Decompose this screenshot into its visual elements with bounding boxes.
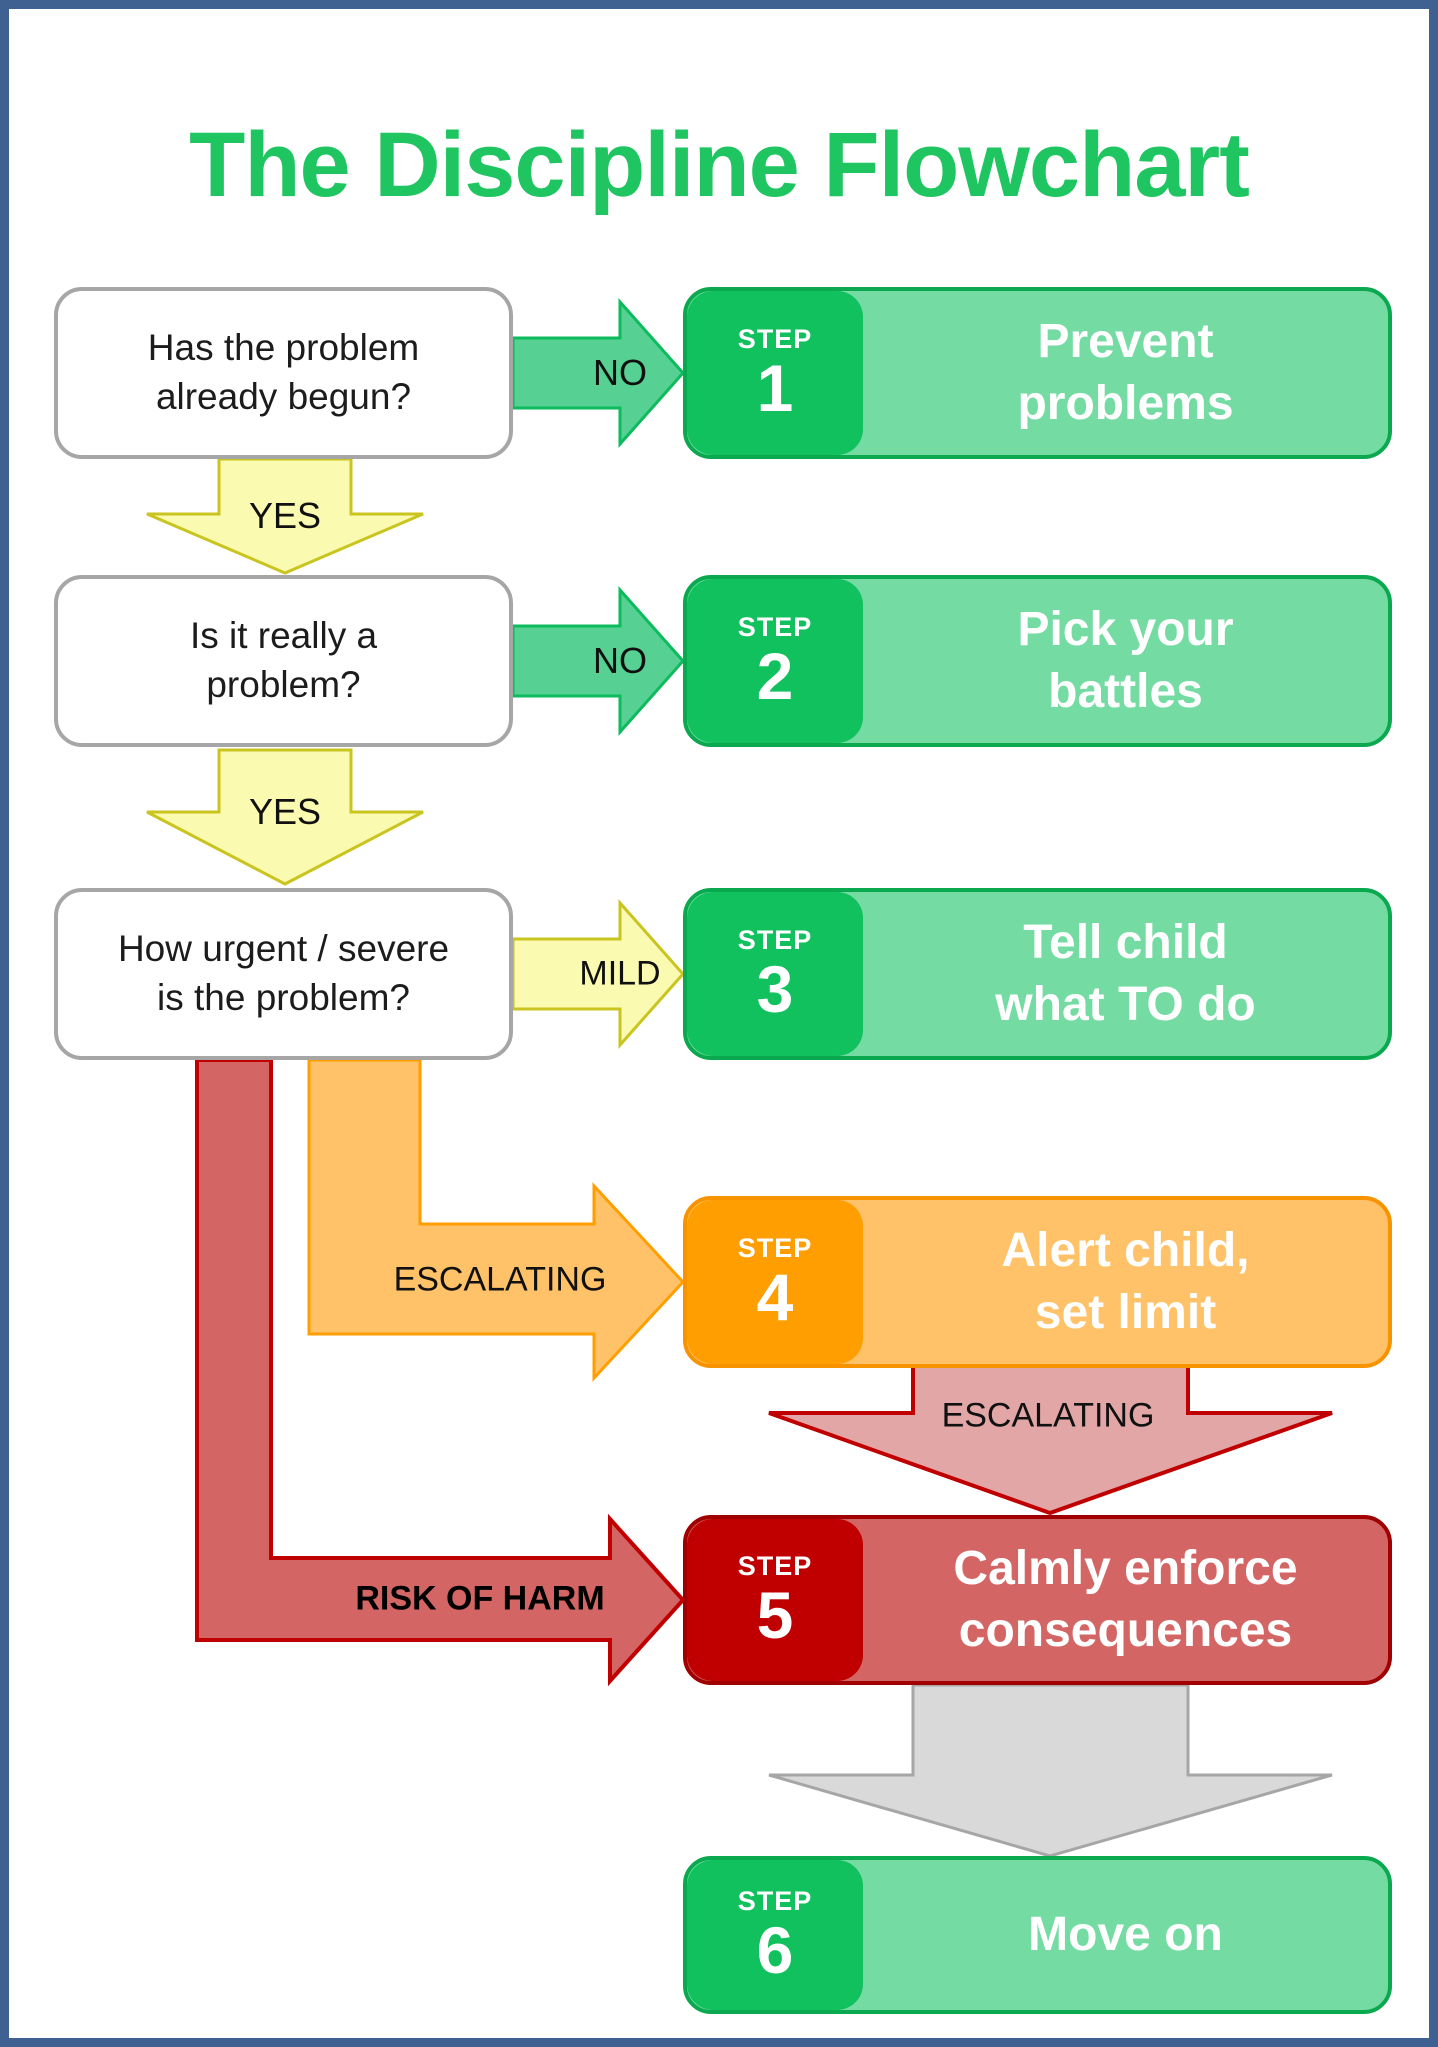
step-title-line: set limit — [1034, 1286, 1217, 1339]
step-2-tab: STEP 2 — [687, 579, 863, 743]
step-number: 1 — [756, 350, 794, 425]
no-arrow-2 — [511, 586, 686, 736]
question-box-3: How urgent / severe is the problem? — [54, 888, 513, 1060]
step-3-tab: STEP 3 — [687, 892, 863, 1056]
step-1-box: STEP 1 Prevent problems — [683, 287, 1392, 459]
step-3-box: STEP 3 Tell child what TO do — [683, 888, 1392, 1060]
yes-arrow-1 — [146, 457, 424, 575]
step-6-box: STEP 6 Move on — [683, 1856, 1392, 2014]
step-badge: STEP — [737, 924, 813, 955]
step-number: 3 — [756, 951, 794, 1026]
step-title-line: Move on — [1028, 1907, 1223, 1961]
step-title-line: consequences — [958, 1604, 1293, 1657]
question-text-line: problem? — [206, 664, 361, 705]
risk-of-harm-elbow-arrow — [195, 1058, 686, 1687]
step-title-line: Calmly enforce — [953, 1541, 1298, 1595]
step-number: 4 — [756, 1259, 794, 1334]
step-title-line: Pick your — [1017, 602, 1234, 656]
escalating-elbow-arrow — [307, 1058, 686, 1382]
question-box-2: Is it really a problem? — [54, 575, 513, 747]
no-label-2: NO — [593, 640, 647, 681]
question-text-line: Is it really a — [189, 615, 378, 657]
question-text-line: already begun? — [155, 376, 412, 417]
page-title: The Discipline Flowchart — [189, 113, 1250, 216]
step-6-tab: STEP 6 — [687, 1860, 863, 2010]
step-badge: STEP — [737, 1550, 813, 1581]
step-title-line: Alert child, — [1001, 1223, 1250, 1277]
step-5-box: STEP 5 Calmly enforce consequences — [683, 1515, 1392, 1685]
escalating-down-arrow — [768, 1356, 1333, 1516]
step-badge: STEP — [737, 611, 813, 642]
escalating-right-label: ESCALATING — [393, 1260, 607, 1299]
mild-arrow — [511, 899, 686, 1049]
risk-of-harm-label: RISK OF HARM — [355, 1579, 605, 1618]
step-number: 5 — [756, 1577, 794, 1652]
move-on-down-arrow — [768, 1683, 1333, 1858]
step-5-tab: STEP 5 — [687, 1519, 863, 1681]
step-title-line: battles — [1048, 665, 1203, 718]
step-badge: STEP — [737, 323, 813, 354]
question-box-1: Has the problem already begun? — [54, 287, 513, 459]
yes-label-1: YES — [248, 495, 322, 536]
escalating-down-label: ESCALATING — [941, 1396, 1155, 1435]
step-1-tab: STEP 1 — [687, 291, 863, 455]
no-label-1: NO — [593, 352, 647, 393]
yes-arrow-2 — [146, 748, 424, 886]
mild-label: MILD — [579, 954, 661, 993]
no-arrow-1 — [511, 298, 686, 448]
step-4-box: STEP 4 Alert child, set limit — [683, 1196, 1392, 1368]
yes-label-2: YES — [248, 791, 322, 832]
step-title-line: Prevent — [1037, 314, 1214, 368]
question-text-line: Has the problem — [147, 327, 420, 369]
question-text-line: How urgent / severe — [117, 928, 450, 970]
step-4-tab: STEP 4 — [687, 1200, 863, 1364]
step-2-box: STEP 2 Pick your battles — [683, 575, 1392, 747]
step-badge: STEP — [737, 1232, 813, 1263]
question-text-line: is the problem? — [157, 977, 410, 1018]
step-title-line: what TO do — [995, 978, 1256, 1031]
step-title-line: Tell child — [1023, 915, 1228, 969]
step-number: 2 — [756, 638, 794, 713]
step-title-line: problems — [1017, 377, 1234, 430]
step-number: 6 — [756, 1912, 794, 1987]
step-badge: STEP — [737, 1885, 813, 1916]
